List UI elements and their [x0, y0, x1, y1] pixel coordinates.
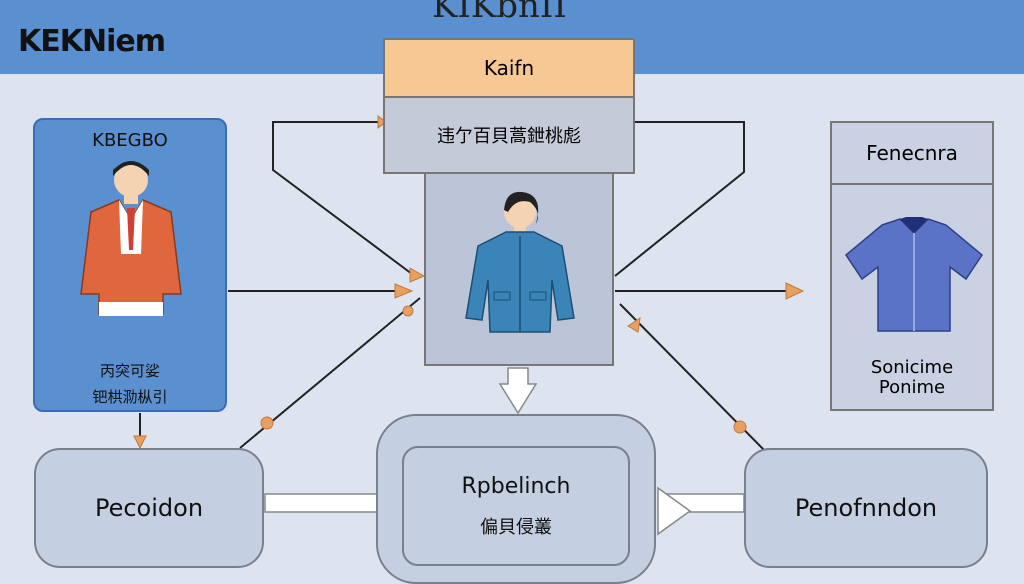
bottom-right-box[interactable]: Penofnndon: [744, 448, 988, 568]
connector-dot-icon: [733, 420, 747, 434]
arrowhead-icon: [627, 316, 641, 333]
center-sub-box: 违亇百貝蒿鉪桃彪: [383, 96, 635, 174]
woman-in-coat-icon: [465, 191, 575, 333]
arrowhead-icon: [133, 435, 147, 450]
diagram-title: KIKbnII: [432, 0, 567, 26]
right-card-title: Fenecnra: [832, 123, 992, 185]
arrowhead-icon: [394, 283, 414, 299]
man-in-jacket-icon: [80, 161, 182, 316]
bottom-center-inner-box[interactable]: Rpbelinch 偏貝侵叢: [402, 446, 630, 566]
right-garment-card[interactable]: Fenecnra Sonicime Ponime: [830, 121, 994, 411]
left-card-title: KBEGBO: [92, 130, 168, 151]
arrowhead-icon: [409, 267, 426, 283]
down-arrow-icon: [498, 367, 538, 415]
shirt-icon: [845, 217, 983, 332]
left-card-line1: 丙突可娑: [99, 362, 160, 380]
connector-dot-icon: [260, 416, 274, 430]
right-arrow-icon: [657, 486, 692, 536]
app-title: KEKNiem: [18, 24, 166, 59]
connector-top-left: [272, 121, 413, 275]
bottom-center-title: Rpbelinch: [461, 473, 571, 499]
connector-top-right: [614, 121, 745, 277]
connector-dot-icon: [402, 305, 414, 317]
left-person-card[interactable]: KBEGBO 丙突可娑 钯栱泐枞引: [33, 118, 227, 412]
right-card-line2: Ponime: [878, 377, 946, 398]
bottom-center-sub: 偏貝侵叢: [480, 516, 552, 538]
arrowhead-icon: [785, 282, 805, 300]
left-card-line2: 钯栱泐枞引: [92, 388, 168, 406]
bottom-left-box[interactable]: Pecoidon: [34, 448, 264, 568]
center-figure-box[interactable]: [424, 172, 614, 366]
arrowhead-icon: [377, 115, 387, 129]
center-header-box[interactable]: Kaifn: [383, 38, 635, 98]
right-card-line1: Sonicime: [870, 357, 954, 378]
